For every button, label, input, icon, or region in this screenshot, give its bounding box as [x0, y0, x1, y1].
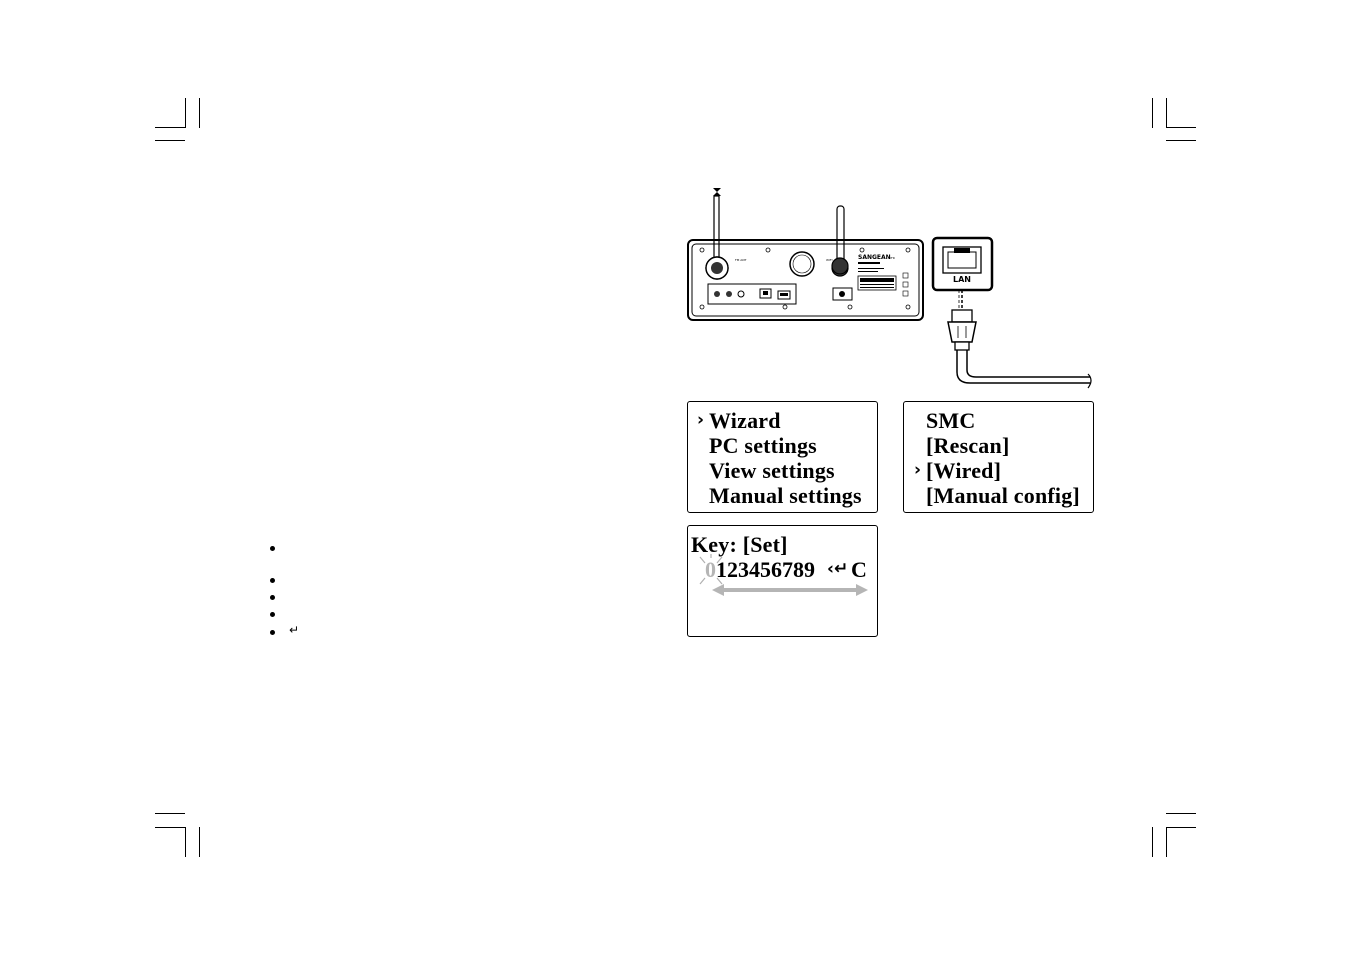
key-char-clear[interactable]: C	[851, 557, 867, 582]
menu-item-pc-settings[interactable]: PC settings	[709, 433, 817, 458]
svg-text:WFR: WFR	[888, 256, 895, 260]
bullet-marker	[270, 612, 275, 617]
svg-text:FM ANT: FM ANT	[735, 258, 747, 262]
enter-symbol-icon: ↵	[289, 623, 300, 637]
lcd-screen-key-entry: Key: [Set] 0 123456789 ‹↵ C	[687, 525, 878, 637]
menu-item-wizard[interactable]: Wizard	[709, 408, 781, 433]
scan-item-wired[interactable]: [Wired]	[926, 458, 1002, 483]
key-char-selected[interactable]: 0	[705, 557, 716, 582]
scan-item-smc[interactable]: SMC	[926, 408, 976, 433]
menu-item-manual-settings[interactable]: Manual settings	[709, 483, 862, 508]
lcd-screen-network-menu: › Wizard PC settings View settings Manua…	[687, 401, 878, 513]
scroll-double-arrow-icon	[712, 584, 868, 596]
ethernet-cable	[947, 309, 1092, 389]
key-char-digits[interactable]: 123456789	[716, 557, 815, 582]
bullet-marker	[270, 546, 275, 551]
lan-port-callout: LAN	[931, 236, 994, 292]
blink-indicator-icon	[699, 554, 723, 585]
key-entry-title: Key: [Set]	[691, 532, 788, 557]
lan-label: LAN	[953, 275, 971, 284]
svg-text:WIFI: WIFI	[826, 258, 833, 262]
bullet-marker	[270, 630, 275, 635]
scan-item-rescan[interactable]: [Rescan]	[926, 433, 1010, 458]
key-char-symbols[interactable]: ‹↵	[827, 559, 849, 579]
scan-cursor: ›	[914, 460, 922, 480]
scan-item-manual-config[interactable]: [Manual config]	[926, 483, 1080, 508]
menu-cursor: ›	[697, 410, 705, 430]
bullet-marker	[270, 595, 275, 600]
bullet-marker	[270, 578, 275, 583]
lcd-screen-wizard-scan: SMC [Rescan] › [Wired] [Manual config]	[903, 401, 1094, 513]
brand-label: SANGEAN	[858, 254, 891, 261]
radio-rear-panel-illustration: FM ANT WIFI SANGEAN WFR LAN	[687, 188, 1092, 389]
menu-item-view-settings[interactable]: View settings	[709, 458, 835, 483]
